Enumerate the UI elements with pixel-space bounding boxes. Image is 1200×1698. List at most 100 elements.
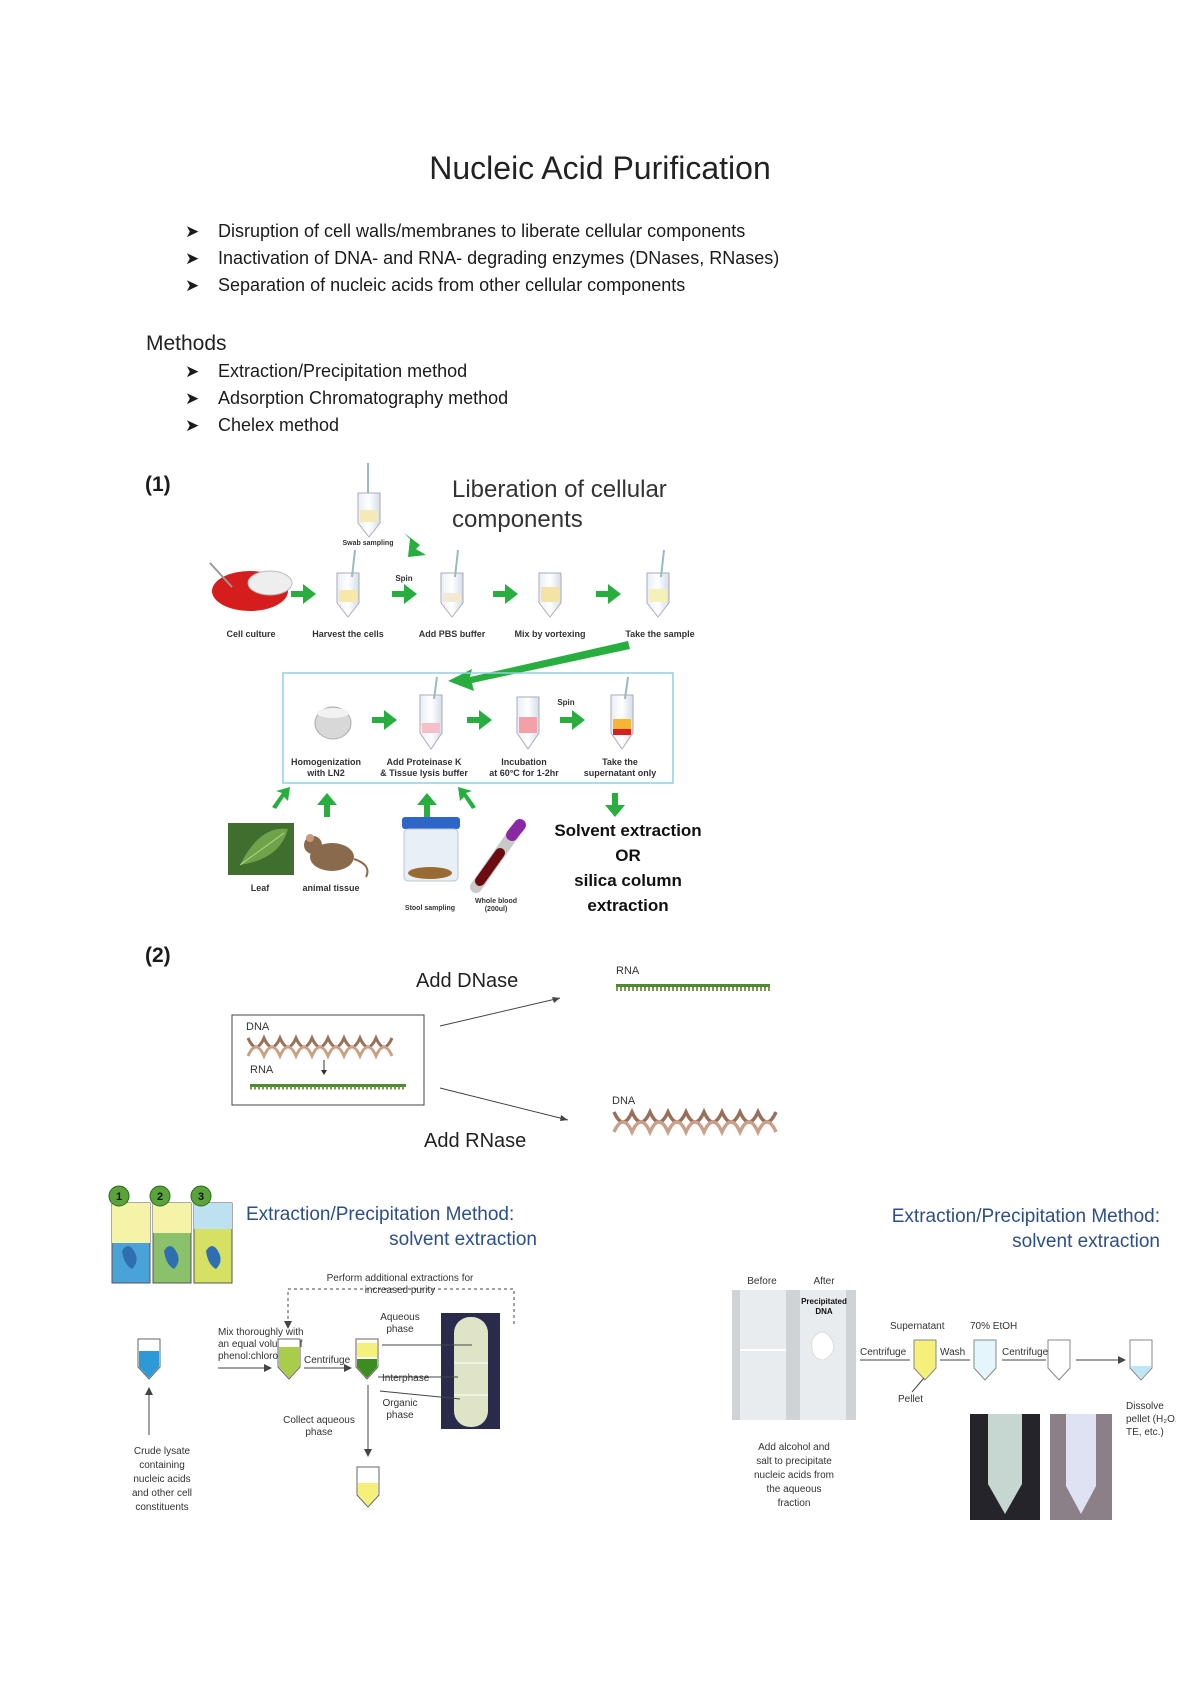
rna-result-label: RNA (616, 965, 640, 977)
source-label: Stool sampling (405, 905, 455, 912)
green-arrow-icon (392, 584, 417, 604)
list-item: ➤Extraction/Precipitation method (185, 358, 508, 385)
panel-2-label: (2) (145, 944, 171, 967)
stool-jar-image (402, 817, 460, 882)
step-number: 1 (116, 1191, 122, 1203)
petri-dish-icon (209, 562, 293, 611)
repeat-loop (287, 1288, 515, 1325)
centrifuge-label: Centrifuge (304, 1355, 351, 1366)
nuclease-diagram: Add DNase Add RNase DNA RNA RNA DNA (231, 965, 778, 1152)
wash-tube (973, 1339, 997, 1381)
tube-vortex (538, 572, 562, 618)
wash-label: Wash (940, 1347, 965, 1358)
green-arrow-icon (404, 533, 426, 557)
arrow-bullet-icon: ➤ (185, 276, 200, 295)
outcome-line: extraction (587, 896, 668, 915)
figure-title-1: Extraction/Precipitation Method: (246, 1204, 514, 1225)
arrow-to-dna (439, 1087, 569, 1121)
figure-title-2: solvent extraction (1012, 1231, 1160, 1252)
step-badge (108, 1185, 130, 1207)
figure-title-2: solvent extraction (389, 1229, 537, 1250)
leaf-image (228, 823, 294, 875)
tube-supernatant (610, 676, 634, 750)
step-number: 3 (198, 1191, 204, 1203)
green-arrow-icon (291, 584, 316, 604)
after-label: After (813, 1276, 835, 1287)
step-label: Mix by vortexing (514, 629, 585, 639)
arrow-to-rna (439, 997, 561, 1027)
figure-title-1: Extraction/Precipitation Method: (892, 1206, 1160, 1227)
list-item: ➤Inactivation of DNA- and RNA- degrading… (185, 245, 779, 272)
source-arrows (272, 787, 625, 817)
rna-label: RNA (250, 1064, 274, 1076)
phenol-chloroform-figure: 1 2 3 Extraction/Precipitation Method: s… (108, 1185, 537, 1513)
mixture-box (231, 1014, 425, 1106)
dna-result-label: DNA (612, 1095, 636, 1107)
rna-strand-icon (250, 1084, 406, 1090)
dry-tube (1047, 1339, 1071, 1381)
step-label: Take the sample (625, 629, 694, 639)
ethanol-precipitation-figure: Extraction/Precipitation Method: solvent… (732, 1206, 1176, 1520)
before-label: Before (747, 1276, 777, 1287)
add-dnase-label: Add DNase (416, 970, 518, 992)
tube-incubation (516, 696, 540, 750)
green-arrow-icon (372, 710, 397, 730)
arrow-bullet-icon: ➤ (185, 249, 200, 268)
green-arrow-icon (467, 710, 492, 730)
list-item: ➤Disruption of cell walls/membranes to l… (185, 218, 779, 245)
row1-arrows (291, 584, 621, 604)
green-arrow-icon (493, 584, 518, 604)
arrow-bullet-icon: ➤ (185, 416, 200, 435)
etoh-label: 70% EtOH (970, 1321, 1017, 1332)
source-label: animal tissue (302, 883, 359, 893)
green-arrow-icon (458, 787, 476, 809)
step-label: Harvest the cells (312, 629, 384, 639)
step-label: Cell culture (226, 629, 275, 639)
outcome-line: silica column (574, 871, 682, 890)
centrifuge-label: Centrifuge (860, 1347, 907, 1358)
green-arrow-icon (317, 793, 337, 817)
outcome-line: Solvent extraction (554, 821, 701, 840)
green-arrow-icon (605, 793, 625, 817)
mortar-icon (314, 706, 352, 740)
liberation-diagram: Liberation of cellular components Swab s… (209, 463, 702, 915)
tube-proteinase (419, 676, 443, 750)
blood-tube-image (470, 819, 526, 893)
outcome-line: OR (615, 846, 641, 865)
spin-label: Spin (395, 574, 412, 583)
arrow-bullet-icon: ➤ (185, 222, 200, 241)
source-label: Leaf (251, 883, 271, 893)
arrow-bullet-icon: ➤ (185, 362, 200, 381)
mouse-image (304, 834, 369, 878)
goals-list: ➤Disruption of cell walls/membranes to l… (185, 218, 779, 299)
supernatant-label: Supernatant (890, 1321, 945, 1332)
green-arrow-icon (560, 710, 585, 730)
panel-1-label: (1) (145, 473, 171, 496)
tube-sample (646, 549, 670, 618)
step-label: Add Proteinase K& Tissue lysis buffer (380, 757, 468, 778)
green-arrow-icon (596, 584, 621, 604)
tube-harvest (336, 549, 360, 618)
liberation-heading-1: Liberation of cellular (452, 476, 667, 503)
processing-box (282, 672, 674, 784)
pellet-label: Pellet (898, 1394, 923, 1405)
swab-tube (357, 463, 381, 538)
source-label: Whole blood(200ul) (475, 898, 517, 913)
list-item: ➤Chelex method (185, 412, 508, 439)
green-arrow-icon (448, 641, 630, 691)
swab-label: Swab sampling (343, 540, 394, 547)
interphase-label: Interphase (382, 1373, 430, 1384)
arrow-bullet-icon: ➤ (185, 389, 200, 408)
supernatant-tube (913, 1339, 937, 1381)
tube-pbs (440, 549, 464, 618)
